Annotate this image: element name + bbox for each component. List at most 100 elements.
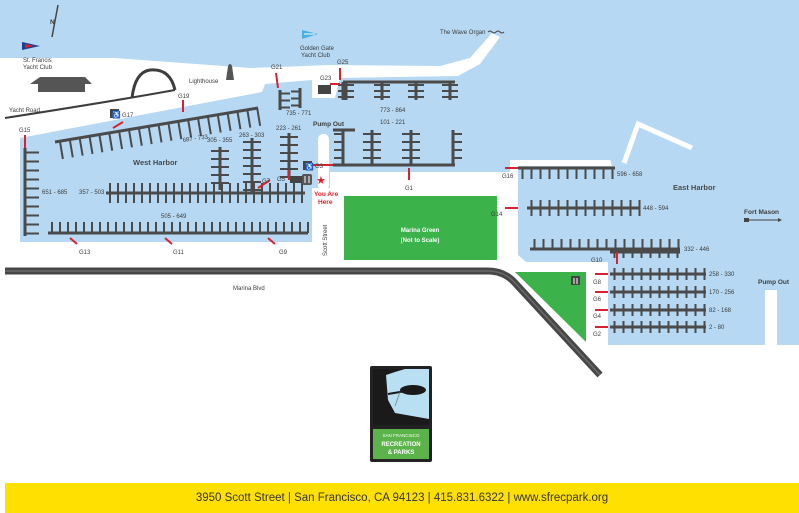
dock-finger [78, 137, 84, 156]
st-francis-flag-icon [22, 42, 40, 50]
dock-finger [137, 127, 143, 146]
marina-blvd-centerline [5, 270, 601, 376]
dock-finger [58, 141, 64, 160]
gate-label-g14: G14 [491, 212, 503, 218]
gate-label-g17: G17 [122, 113, 134, 119]
gate-label-g21: G21 [271, 65, 283, 71]
gate-marker [275, 72, 279, 89]
berth-range-label: 223 - 261 [276, 126, 302, 132]
gate-label-g5: G5 [277, 177, 286, 183]
logo-text: & PARKS [388, 450, 415, 456]
berth-range-label: 687 - 733 [182, 134, 209, 144]
svg-text:♿: ♿ [112, 110, 121, 119]
logo-text: RECREATION [381, 442, 420, 448]
berth-range-label: 305 - 355 [207, 138, 233, 144]
accessible-icon: ♿ [303, 161, 314, 171]
berth-range-label: 258 - 330 [709, 272, 735, 278]
golden-gate-label: Yacht Club [301, 53, 331, 59]
gate-label-g6: G6 [593, 297, 602, 303]
gate-label-g7: G7 [262, 179, 271, 185]
berth-range-label: 332 - 446 [684, 247, 710, 253]
gate-label-g23: G23 [320, 76, 332, 82]
logo-text: SAN FRANCISCO [382, 433, 420, 438]
dock-finger [127, 129, 133, 148]
golden-gate-flag-icon [302, 30, 318, 39]
berth-range-label: 170 - 256 [709, 290, 735, 296]
dock-finger [88, 136, 94, 155]
gate-marker [267, 237, 276, 245]
gate-marker [257, 179, 271, 189]
berth-range-label: 596 - 658 [617, 172, 643, 178]
west-harbor-label: West Harbor [133, 158, 178, 167]
sf-rec-park-logo: SAN FRANCISCO RECREATION & PARKS [370, 366, 432, 462]
pump-out-label: Pump Out [313, 121, 345, 128]
dock-finger [216, 114, 222, 133]
marina-green-label: (Not to Scale) [401, 238, 440, 244]
berth-range-label: 505 - 649 [161, 214, 187, 220]
yacht-road-label: Yacht Road [9, 108, 40, 114]
golden-gate-label: Golden Gate [300, 46, 335, 52]
green-triangle-park [515, 272, 586, 342]
east-harbor-label: East Harbor [673, 183, 716, 192]
g23-building [318, 85, 331, 94]
north-shore-land [0, 33, 500, 242]
gate-label-g2: G2 [593, 332, 602, 338]
contact-footer: 3950 Scott Street | San Francisco, CA 94… [5, 483, 799, 513]
st-francis-label: St. Francis [23, 58, 52, 64]
berth-range-label: 651 - 685 [42, 190, 68, 196]
gate-label-g13: G13 [79, 250, 91, 256]
fort-mason-arrow-icon [744, 218, 782, 222]
gate-label-g11: G11 [173, 250, 185, 256]
berth-range-label: 448 - 594 [643, 206, 669, 212]
marina-green [344, 196, 497, 260]
dock-finger [187, 119, 193, 138]
berth-range-label: 263 - 303 [239, 133, 265, 139]
dock-finger [118, 131, 124, 150]
berth-range-label: 773 - 864 [380, 108, 406, 114]
dock-finger [226, 112, 232, 132]
wave-organ-icon [487, 30, 505, 34]
dock-finger [108, 132, 114, 151]
gate-label-g4: G4 [593, 314, 602, 320]
gate-label-g25: G25 [337, 60, 349, 66]
berth-range-label: 2 - 80 [709, 325, 725, 331]
restroom-icon [290, 174, 312, 185]
pump-out-pier [318, 134, 329, 190]
dock-walkway [54, 106, 259, 144]
contact-info: 3950 Scott Street | San Francisco, CA 94… [195, 492, 609, 504]
compass-north-icon: N [50, 4, 59, 38]
gate-markers [24, 68, 618, 328]
east-jetty [621, 120, 694, 164]
breakwater-loop [130, 68, 177, 99]
lighthouse-label: Lighthouse [189, 79, 219, 85]
gate-label-g19: G19 [178, 94, 190, 100]
svg-text:♿: ♿ [305, 162, 314, 171]
gate-label-g9: G9 [279, 250, 288, 256]
pump-out-label: Pump Out [758, 279, 790, 286]
you-are-here-label: Here [318, 199, 333, 206]
dock-finger [167, 122, 173, 141]
you-are-here-label: You Are [314, 191, 339, 198]
dock-finger [197, 117, 202, 136]
svg-text:N: N [50, 19, 55, 26]
accessible-icon: ♿ [110, 109, 121, 119]
gate-label-g15: G15 [19, 128, 31, 134]
gate-label-g10: G10 [591, 258, 603, 264]
docks [23, 80, 706, 333]
lighthouse-icon [226, 64, 234, 80]
dock-finger [236, 111, 242, 130]
marina-land [0, 160, 799, 513]
dock-finger [147, 126, 153, 145]
wave-organ-label: The Wave Organ [440, 30, 485, 36]
gate-label-g1: G1 [405, 186, 414, 192]
gate-label-g3: G3 [315, 164, 324, 170]
gate-label-g16: G16 [502, 174, 514, 180]
scott-street-label: Scott Street [323, 224, 329, 256]
east-pump-out-pier [765, 290, 777, 345]
st-francis-label: Yacht Club [23, 65, 53, 71]
gate-marker [69, 237, 78, 245]
restroom-icon [571, 276, 580, 285]
marina-blvd-label: Marina Blvd [233, 286, 265, 292]
gate-label-g8: G8 [593, 280, 602, 286]
dock-finger [68, 139, 74, 158]
